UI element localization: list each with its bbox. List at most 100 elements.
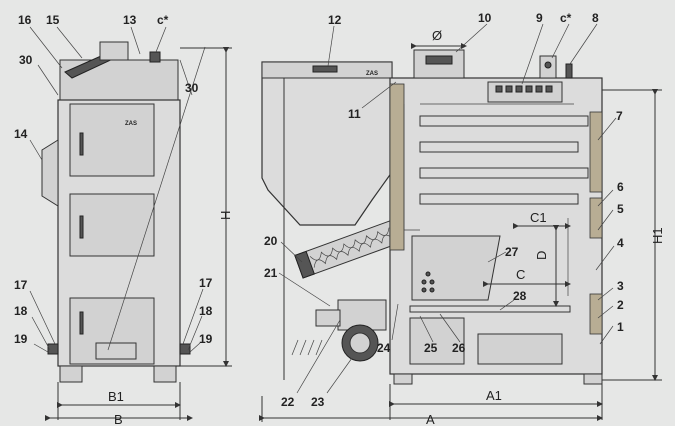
dim-B1-label: B1 (108, 389, 124, 404)
leader-30a (37, 64, 59, 96)
label-11: 11 (348, 107, 361, 121)
dim-B-label: B (114, 412, 123, 426)
dim-C-label: C (516, 267, 525, 282)
temperature-sensor (565, 63, 573, 79)
leader-28 (499, 299, 515, 311)
label-16: 16 (18, 13, 32, 27)
fan-motor-hub (349, 332, 371, 354)
boiler-foot-front (393, 373, 413, 385)
label-7: 7 (616, 109, 623, 123)
leader-30b (179, 59, 193, 96)
front-pipe-right (179, 343, 191, 355)
front-flue-connector (41, 139, 59, 207)
pellet-hopper (261, 61, 393, 226)
blower-housing (315, 309, 341, 327)
label-10: 10 (478, 11, 492, 25)
label-27: 27 (505, 245, 519, 259)
front-nameplate: ZAS (125, 121, 137, 127)
grate (409, 305, 571, 313)
label-17b: 17 (199, 276, 213, 290)
leader-1 (599, 325, 614, 345)
leader-11 (361, 81, 397, 109)
leader-16 (29, 26, 63, 69)
label-8: 8 (592, 11, 599, 25)
leader-19a (33, 343, 49, 353)
dim-H1-label: H1 (650, 227, 665, 244)
leader-4 (595, 245, 615, 271)
hopper-floor-hatch (291, 339, 323, 356)
leader-21 (278, 272, 331, 307)
label-4: 4 (617, 236, 624, 250)
leader-17b (182, 288, 204, 345)
label-24: 24 (377, 341, 391, 355)
boiler-foot-rear (583, 373, 603, 385)
rear-insulation-upper (589, 111, 603, 193)
burner-chamber (411, 235, 501, 301)
ash-drawer (477, 333, 563, 365)
label-3: 3 (617, 279, 624, 293)
front-foot-left (59, 365, 83, 383)
label-6: 6 (617, 180, 624, 194)
leader-23 (326, 357, 353, 394)
leader-14 (29, 139, 43, 161)
leader-5 (597, 209, 614, 231)
label-5: 5 (617, 202, 624, 216)
label-18a: 18 (14, 304, 28, 318)
dim-A1-label: A1 (486, 388, 502, 403)
label-28: 28 (513, 289, 527, 303)
label-30b: 30 (185, 81, 199, 95)
label-19a: 19 (14, 332, 28, 346)
hopper-nameplate: ZAS (366, 71, 378, 77)
controller-buttons (495, 85, 553, 93)
label-14: 14 (14, 127, 28, 141)
leader-15 (56, 26, 83, 59)
label-c-right: c* (560, 11, 572, 25)
leader-19b (189, 342, 201, 353)
leader-20 (280, 241, 303, 263)
front-view: ZAS (29, 26, 232, 421)
front-door-handle (79, 215, 84, 239)
rear-insulation-lower (589, 293, 603, 335)
leader-22 (296, 319, 341, 394)
side-connector-hole (544, 61, 552, 69)
label-c-left: c* (157, 13, 169, 27)
side-section-view: ZAS (259, 23, 662, 422)
label-19b: 19 (199, 332, 213, 346)
dim-D-label: D (534, 251, 549, 260)
front-pipe-left (47, 343, 59, 355)
label-25: 25 (424, 341, 438, 355)
label-13: 13 (123, 13, 137, 27)
label-18b: 18 (199, 304, 213, 318)
leader-8 (569, 23, 598, 65)
leader-c-right (551, 23, 570, 59)
leader-18a (31, 316, 51, 351)
front-chimney-stub (99, 41, 129, 61)
dim-C1-label: C1 (530, 210, 547, 225)
leader-27 (487, 251, 507, 263)
front-door-handle (79, 132, 84, 156)
heat-exchanger-tubes (403, 103, 589, 231)
front-connector-c (149, 51, 161, 63)
front-foot-right (153, 365, 177, 383)
front-ash-slot (95, 342, 137, 360)
leader-12 (327, 25, 335, 67)
hopper-lid-handle (312, 65, 338, 73)
label-30a: 30 (19, 53, 33, 67)
label-22: 22 (281, 395, 295, 409)
label-17a: 17 (14, 278, 28, 292)
leader-3 (597, 287, 614, 301)
burner-holes (421, 271, 435, 293)
front-middle-door (69, 193, 155, 257)
leader-2 (597, 305, 614, 319)
front-upper-door (69, 103, 155, 177)
leader-17a (29, 290, 56, 345)
leader-25 (419, 315, 434, 343)
label-2: 2 (617, 298, 624, 312)
flue-outlet-flange (425, 55, 453, 65)
leader-18b (187, 315, 203, 351)
leader-9 (521, 23, 544, 85)
dim-H-label: H (218, 211, 233, 220)
leader-7 (597, 117, 617, 141)
ash-pit-door (409, 317, 465, 365)
